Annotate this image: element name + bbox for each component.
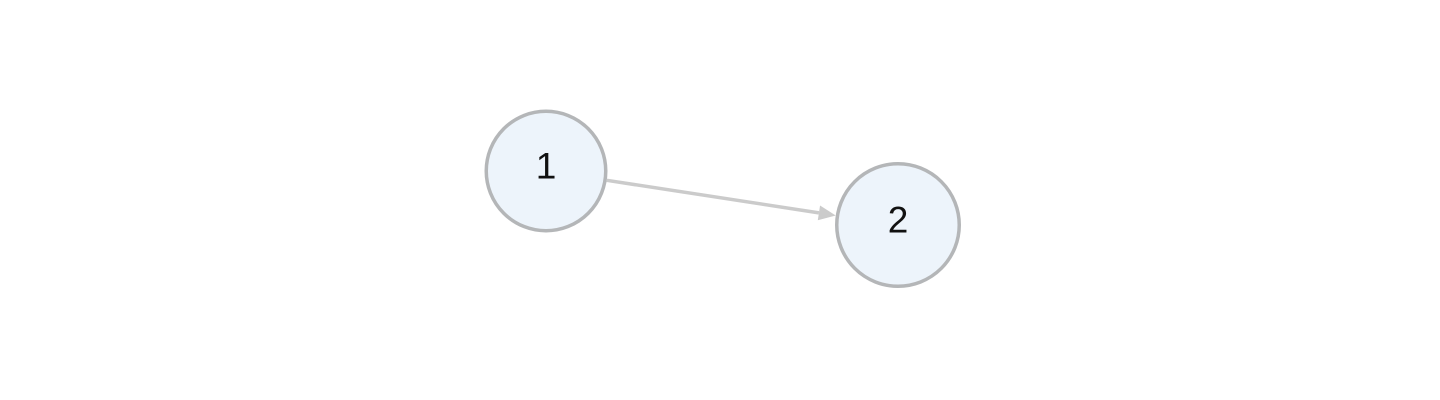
edge-arrowhead-icon — [817, 205, 836, 221]
node-1[interactable]: 1 — [484, 109, 608, 233]
node-circle — [835, 162, 961, 288]
edge-1-2[interactable] — [606, 178, 836, 221]
edge-line — [606, 178, 820, 215]
node-label: 1 — [536, 146, 557, 187]
node-2[interactable]: 2 — [835, 162, 961, 288]
nodes-layer: 12 — [484, 109, 961, 288]
edges-layer — [606, 178, 836, 221]
node-circle — [484, 109, 608, 233]
node-label: 2 — [888, 200, 909, 241]
